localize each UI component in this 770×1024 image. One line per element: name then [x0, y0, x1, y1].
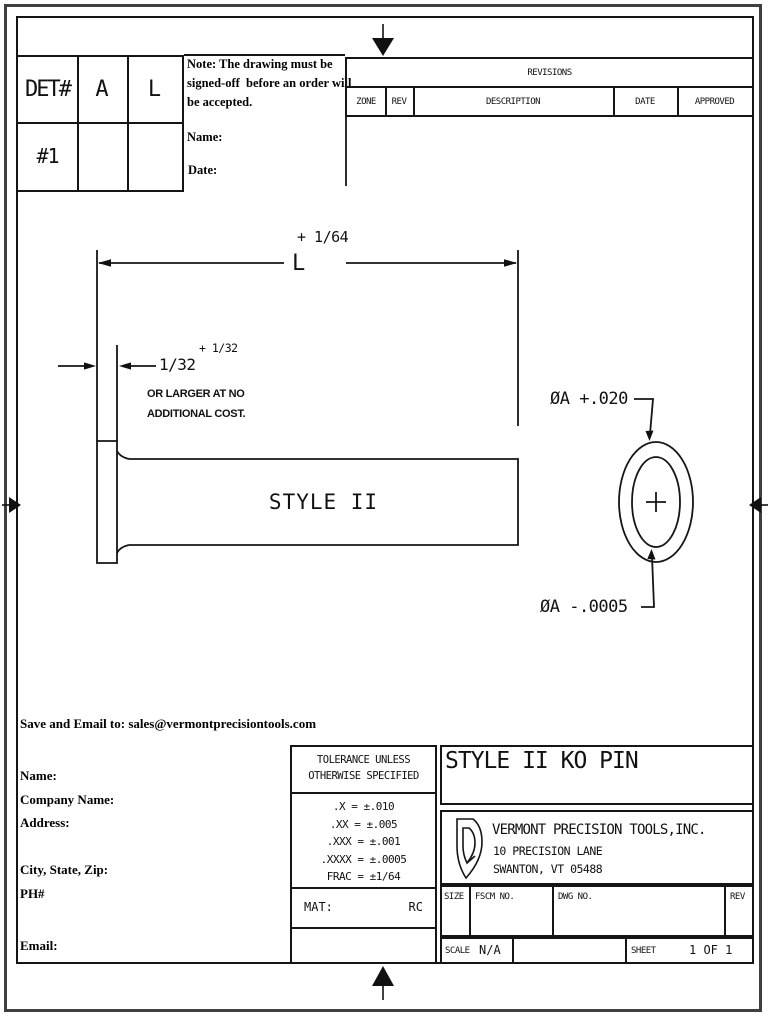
- company-address-line1: 10 PRECISION LANE: [493, 844, 603, 858]
- tolerance-divider: [292, 887, 435, 889]
- form-field-label-company: Company Name:: [20, 792, 115, 807]
- note-text-line: be accepted.: [187, 95, 253, 109]
- revisions-col-divider: [613, 88, 615, 115]
- form-field-label-address: Address:: [20, 815, 70, 830]
- note-text-line: Note: The drawing must be: [187, 57, 333, 71]
- det-table-divider: [18, 122, 182, 124]
- tolerance-item: .XXX = ±.001: [326, 835, 401, 848]
- length-dim-label: L: [292, 251, 305, 276]
- tolerance-values: .X = ±.010 .XX = ±.005 .XXX = ±.001 .XXX…: [292, 798, 435, 886]
- note-date-label: Date:: [188, 163, 218, 177]
- head-dim-label: 1/32: [159, 355, 196, 374]
- tolerance-header-line: TOLERANCE UNLESS: [316, 754, 411, 766]
- scale-label: SCALE: [445, 946, 470, 956]
- tolerance-block: TOLERANCE UNLESS OTHERWISE SPECIFIED .X …: [290, 745, 437, 964]
- revisions-col-header: ZONE: [356, 96, 376, 107]
- scale-row-divider: [625, 939, 627, 962]
- rev-label: REV: [730, 892, 745, 902]
- size-row-divider: [469, 887, 471, 935]
- det-table: DET# A L #1: [16, 55, 184, 192]
- size-row: SIZE FSCM NO. DWG NO. REV: [440, 885, 754, 937]
- det-col-header: L: [147, 77, 162, 102]
- diameter-lower-label: ØA -.0005: [540, 597, 628, 617]
- material-value: RC: [408, 900, 423, 914]
- tolerance-header-line: OTHERWISE SPECIFIED: [308, 770, 419, 782]
- tolerance-divider: [292, 792, 435, 794]
- company-box: VERMONT PRECISION TOOLS,INC. 10 PRECISIO…: [440, 810, 754, 885]
- revisions-col-header: DATE: [635, 96, 655, 107]
- sheet-label: SHEET: [631, 946, 656, 956]
- form-field-label-city-state-zip: City, State, Zip:: [20, 862, 109, 877]
- revisions-table: REVISIONS ZONE REV DESCRIPTION DATE APPR…: [345, 57, 754, 117]
- revisions-col-divider: [413, 88, 415, 115]
- save-email-instruction: Save and Email to: sales@vermontprecisio…: [20, 716, 317, 731]
- sheet-value: 1 OF 1: [689, 943, 733, 957]
- size-row-divider: [552, 887, 554, 935]
- head-note-line: ADDITIONAL COST.: [147, 408, 246, 420]
- company-name: VERMONT PRECISION TOOLS,INC.: [492, 822, 706, 838]
- revisions-title: REVISIONS: [527, 67, 572, 78]
- drawing-title-box: STYLE II KO PIN: [440, 745, 754, 805]
- form-field-label-name: Name:: [20, 768, 57, 783]
- revisions-col-divider: [677, 88, 679, 115]
- size-label: SIZE: [444, 892, 464, 902]
- det-col-header: DET#: [25, 77, 72, 102]
- note-area-top-line: [184, 54, 345, 56]
- tolerance-divider: [292, 927, 435, 929]
- scale-row-divider: [512, 939, 514, 962]
- diameter-upper-label: ØA +.020: [550, 389, 628, 409]
- fscm-label: FSCM NO.: [475, 892, 515, 902]
- det-row-cell: #1: [36, 144, 59, 168]
- head-note-line: OR LARGER AT NO: [147, 388, 245, 400]
- size-row-divider: [724, 887, 726, 935]
- revisions-col-header: DESCRIPTION: [485, 96, 541, 107]
- revisions-col-header: REV: [391, 96, 407, 107]
- dwg-label: DWG NO.: [558, 892, 593, 902]
- material-row: MAT: RC: [292, 887, 435, 927]
- form-field-label-email: Email:: [20, 938, 58, 953]
- company-address-line2: SWANTON, VT 05488: [493, 862, 603, 876]
- det-col-header: A: [95, 77, 109, 102]
- logo-outer-shape: [456, 818, 483, 880]
- head-tolerance-label: + 1/32: [199, 341, 238, 355]
- note-name-label: Name:: [187, 130, 223, 144]
- revisions-col-header: APPROVED: [694, 96, 735, 107]
- company-logo: [456, 818, 483, 880]
- logo-inner-shape: [462, 827, 476, 865]
- length-tolerance-label: + 1/64: [297, 228, 349, 246]
- tolerance-item: .X = ±.010: [332, 800, 395, 813]
- note-text-line: signed-off before an order will: [187, 76, 352, 90]
- tolerance-header: TOLERANCE UNLESS OTHERWISE SPECIFIED: [292, 752, 435, 784]
- pin-style-label: STYLE II: [268, 490, 379, 514]
- drawing-title: STYLE II KO PIN: [445, 748, 639, 774]
- logo-notch: [466, 855, 476, 864]
- form-field-label-phone: PH#: [20, 886, 45, 901]
- tolerance-item: .XX = ±.005: [329, 817, 398, 831]
- revisions-col-divider: [385, 88, 387, 115]
- revisions-divider: [347, 86, 752, 88]
- tolerance-item: .XXXX = ±.0005: [320, 852, 407, 866]
- tolerance-item: FRAC = ±1/64: [326, 870, 401, 883]
- material-label: MAT:: [304, 900, 333, 914]
- scale-row: SCALE N/A SHEET 1 OF 1: [440, 937, 754, 964]
- scale-value: N/A: [479, 943, 501, 957]
